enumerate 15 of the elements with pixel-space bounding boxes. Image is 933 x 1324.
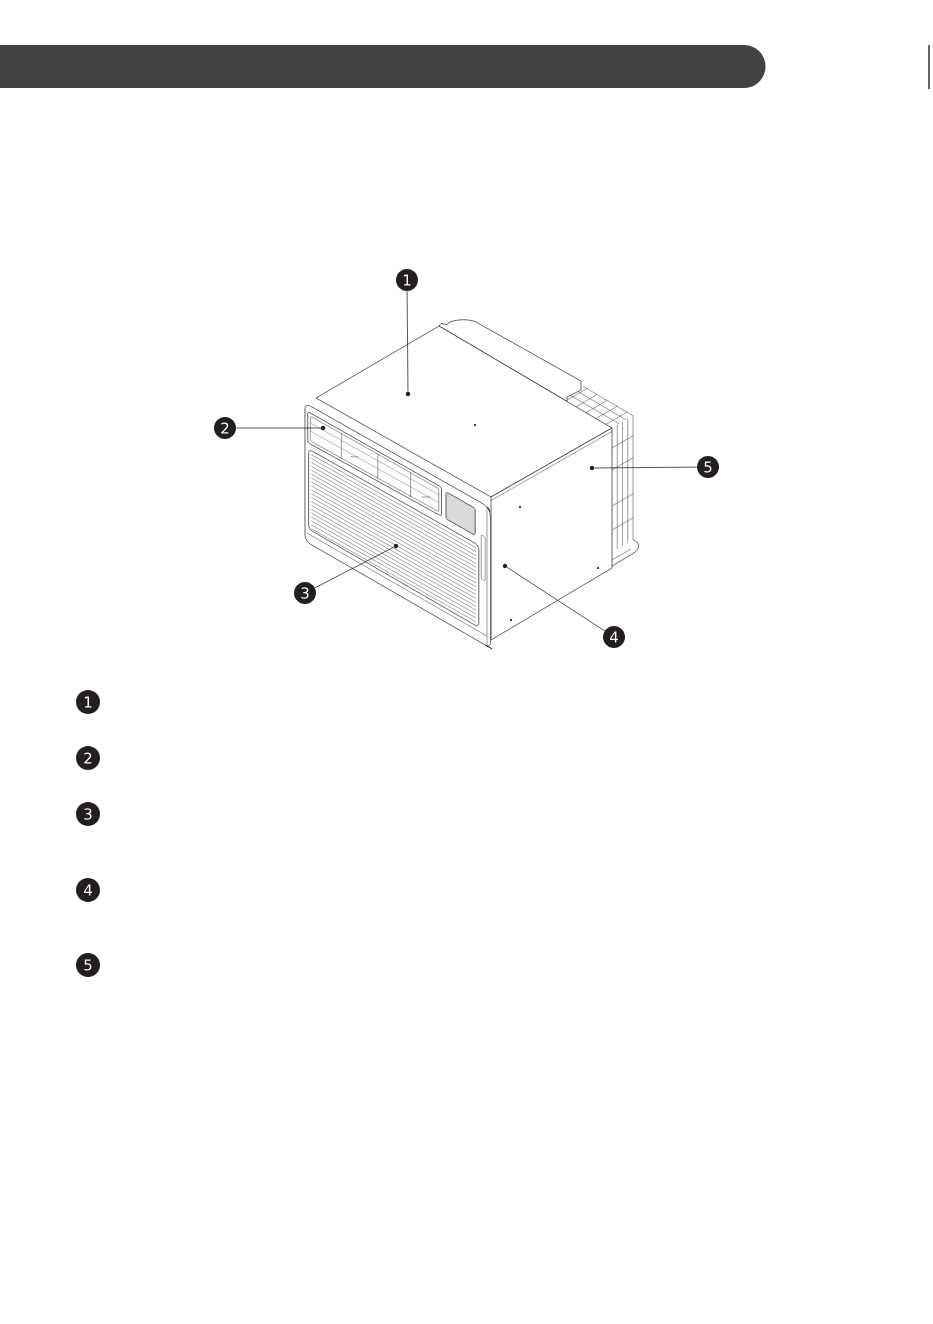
- callout-number: 5: [697, 456, 719, 478]
- callout-number: 5: [76, 953, 100, 977]
- leader-line: [406, 290, 409, 392]
- callout-number: 3: [294, 582, 316, 604]
- leader-line: [594, 466, 698, 469]
- leader-line: [235, 427, 321, 429]
- callout-number: 1: [76, 690, 100, 714]
- callout-number: 2: [76, 746, 100, 770]
- leader-line: [314, 546, 395, 589]
- callout-number: 1: [396, 269, 418, 291]
- callout-number: 3: [76, 802, 100, 826]
- callout-number: 4: [76, 878, 100, 902]
- callout-number: 2: [214, 417, 236, 439]
- leader-line: [506, 566, 605, 632]
- callout-number: 4: [603, 626, 625, 648]
